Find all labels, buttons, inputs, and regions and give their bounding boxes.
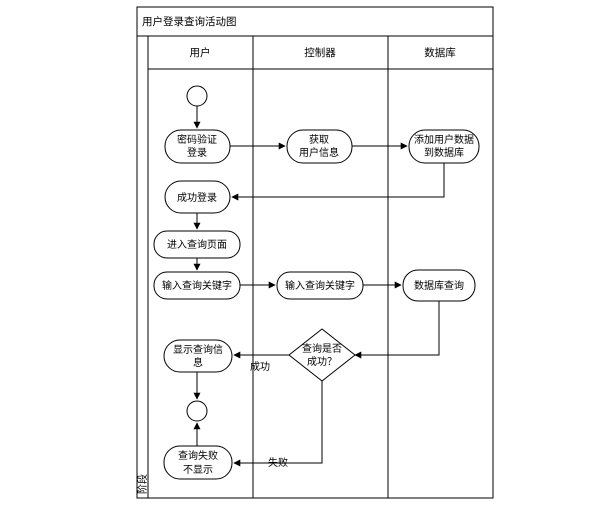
node-decision-line1: 查询是否: [302, 342, 342, 355]
node-enter-query-page-label: 进入查询页面: [167, 238, 227, 251]
edge-add-to-success: [231, 163, 445, 201]
node-decision-line2: 成功？: [307, 356, 337, 368]
diagram-title: 用户登录查询活动图: [142, 15, 237, 28]
edge-label-success: 成功: [250, 361, 270, 373]
node-show-query-info-line1: 显示查询信: [173, 343, 223, 356]
start-node: [186, 85, 208, 107]
edge-label-fail: 失败: [268, 456, 288, 469]
lane-header-controller: 控制器: [304, 46, 336, 59]
node-input-keyword-user-label: 输入查询关键字: [162, 279, 232, 292]
node-add-user-db-line1: 添加用户数据: [414, 133, 474, 146]
node-query-fail-line1: 查询失败: [178, 449, 218, 462]
end-node: [186, 400, 208, 422]
node-verify-login-line1: 密码验证: [177, 133, 217, 146]
node-get-user-info-line2: 用户信息: [299, 146, 339, 159]
edge-db-to-decision: [354, 301, 440, 359]
lane-header-database: 数据库: [424, 46, 456, 59]
node-show-query-info-line2: 息: [193, 356, 203, 369]
edge-decision-fail: [233, 381, 323, 467]
node-db-query-label: 数据库查询: [414, 279, 464, 292]
node-get-user-info-line1: 获取: [309, 134, 329, 146]
phase-label: 阶段: [136, 474, 149, 494]
node-query-fail-line2: 不显示: [183, 464, 213, 476]
node-add-user-db-line2: 到数据库: [424, 146, 464, 159]
node-query-fail: [163, 445, 233, 480]
lane-header-user: 用户: [190, 46, 211, 59]
diagram-frame: [136, 6, 494, 499]
node-input-keyword-ctrl-label: 输入查询关键字: [285, 279, 355, 292]
node-login-success-label: 成功登录: [177, 191, 217, 204]
node-query-success-decision: [288, 328, 356, 382]
node-show-query-info: [163, 339, 233, 373]
node-verify-login-line2: 登录: [187, 146, 207, 159]
